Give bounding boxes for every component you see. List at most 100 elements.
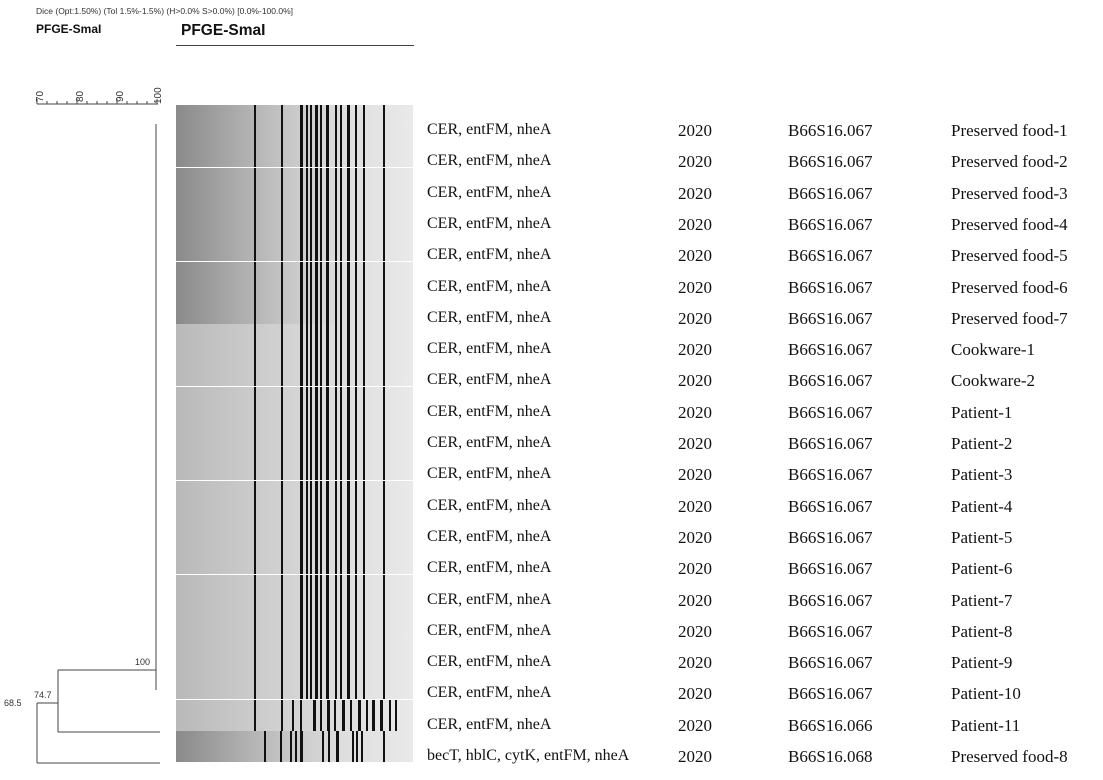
gel-band: [254, 481, 256, 512]
gel-band: [281, 606, 283, 637]
year-cell: 2020: [678, 246, 712, 265]
gel-band: [363, 418, 365, 449]
gel-band: [300, 293, 303, 324]
gel-lane: [176, 481, 413, 512]
gel-band: [320, 700, 322, 731]
gel-lane: [176, 512, 413, 543]
genes-cell: CER, entFM, nheA: [427, 184, 552, 201]
gel-band: [300, 418, 303, 449]
genes-cell: CER, entFM, nheA: [427, 278, 552, 295]
gel-band: [281, 136, 283, 167]
gel-band: [306, 418, 308, 449]
gel-lane: [176, 449, 413, 480]
gel-band: [292, 700, 294, 731]
gel-band: [347, 168, 350, 199]
gel-band: [281, 637, 283, 668]
gel-band: [363, 668, 365, 699]
gel-band: [350, 700, 352, 731]
gel-band: [300, 606, 303, 637]
source-cell: Patient-1: [951, 403, 1013, 422]
gel-band: [340, 575, 342, 606]
gel-band: [281, 668, 283, 699]
gel-band: [335, 387, 337, 418]
gel-band: [300, 324, 303, 355]
gel-band: [315, 637, 318, 668]
gel-band: [383, 199, 385, 230]
gel-band: [326, 449, 329, 480]
gel-band: [254, 606, 256, 637]
gel-band: [310, 262, 312, 293]
gel-band: [310, 637, 312, 668]
source-cell: Patient-3: [951, 465, 1013, 484]
gel-band: [326, 293, 329, 324]
gel-band: [355, 262, 357, 293]
gel-band: [310, 387, 312, 418]
gel-band: [363, 168, 365, 199]
gel-band: [347, 418, 350, 449]
genes-cell: becT, hblC, cytK, entFM, nheA: [427, 747, 630, 764]
year-cell: 2020: [678, 716, 712, 735]
gel-band: [300, 481, 303, 512]
gel-band: [320, 543, 322, 574]
source-cell: Patient-5: [951, 528, 1013, 547]
gel-band: [326, 512, 329, 543]
gel-band: [355, 387, 357, 418]
gel-band: [315, 293, 318, 324]
gel-band: [363, 481, 365, 512]
gel-band: [347, 387, 350, 418]
gel-band: [383, 575, 385, 606]
gel-band: [320, 199, 322, 230]
pattern-cell: B66S16.067: [788, 591, 873, 610]
gel-lane: [176, 543, 413, 574]
gel-band: [340, 543, 342, 574]
gel-band: [310, 668, 312, 699]
gel-band: [315, 449, 318, 480]
gel-band: [355, 512, 357, 543]
gel-band: [383, 230, 385, 261]
gel-band: [356, 731, 358, 762]
gel-band: [347, 543, 350, 574]
gel-band: [363, 512, 365, 543]
gel-band: [280, 731, 282, 762]
gel-band: [300, 543, 303, 574]
pattern-cell: B66S16.067: [788, 184, 873, 203]
year-cell: 2020: [678, 684, 712, 703]
genes-cell: CER, entFM, nheA: [427, 716, 552, 733]
gel-band: [326, 543, 329, 574]
gel-band: [383, 481, 385, 512]
gel-band: [295, 731, 297, 762]
gel-band: [335, 449, 337, 480]
gel-band: [281, 481, 283, 512]
gel-band: [347, 668, 350, 699]
gel-band: [300, 168, 303, 199]
gel-band: [320, 136, 322, 167]
gel-band: [315, 355, 318, 386]
gel-band: [306, 199, 308, 230]
gel-band: [315, 575, 318, 606]
gel-band: [347, 637, 350, 668]
source-cell: Preserved food-6: [951, 278, 1068, 297]
gel-band: [320, 293, 322, 324]
gel-band: [300, 575, 303, 606]
gel-band: [363, 293, 365, 324]
gel-band: [326, 668, 329, 699]
gel-band: [254, 199, 256, 230]
gel-lane: [176, 731, 413, 762]
gel-band: [355, 543, 357, 574]
gel-band: [320, 355, 322, 386]
source-cell: Preserved food-7: [951, 309, 1068, 328]
gel-band: [322, 731, 324, 762]
year-cell: 2020: [678, 371, 712, 390]
gel-band: [281, 418, 283, 449]
gel-band: [355, 481, 357, 512]
gel-band: [320, 606, 322, 637]
gel-band: [355, 668, 357, 699]
gel-band: [320, 668, 322, 699]
gel-band: [383, 543, 385, 574]
gel-band: [326, 355, 329, 386]
gel-band: [315, 418, 318, 449]
pattern-cell: B66S16.067: [788, 434, 873, 453]
experiment-label: PFGE-SmaI: [36, 22, 102, 36]
gel-band: [300, 355, 303, 386]
gel-band: [310, 168, 312, 199]
